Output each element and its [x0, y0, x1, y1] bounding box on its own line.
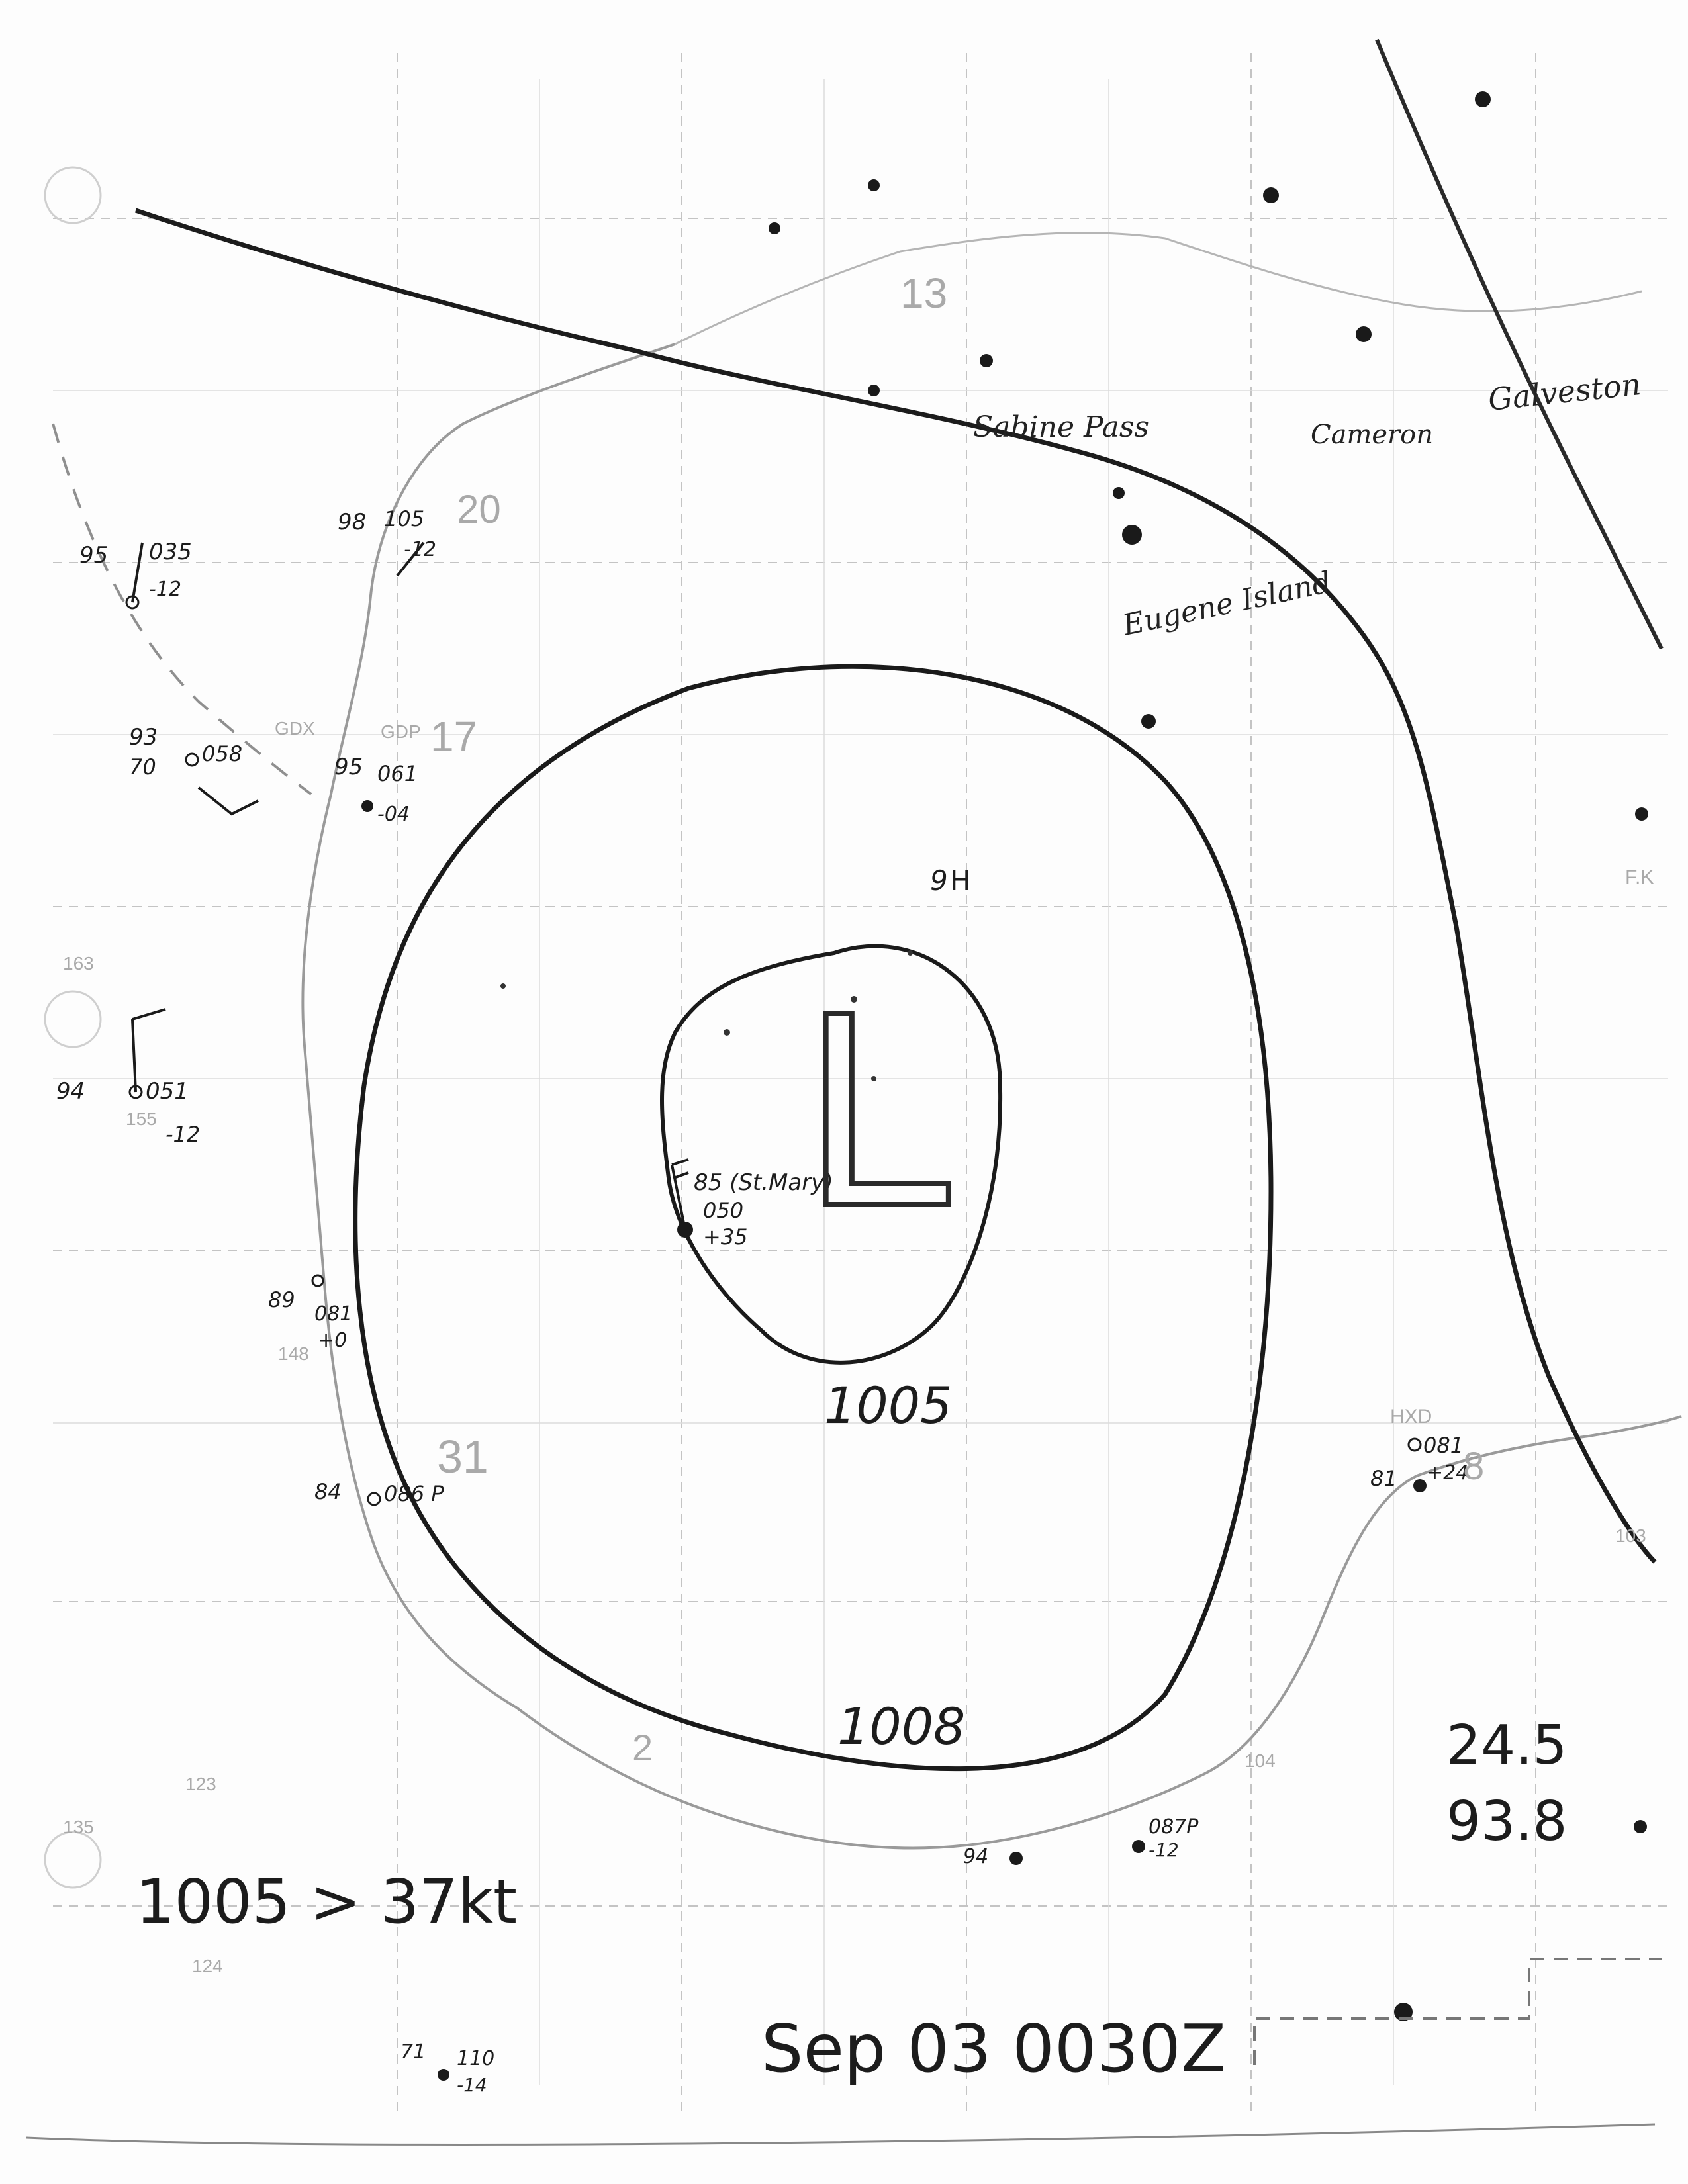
- svg-text:Sabine Pass: Sabine Pass: [973, 410, 1149, 444]
- svg-text:70: 70: [129, 754, 156, 780]
- svg-text:110: 110: [457, 2047, 494, 2070]
- svg-text:9: 9: [930, 864, 948, 897]
- station-west-2: 93 058 70: [129, 724, 259, 816]
- station-west-6: 84 086 P: [314, 1479, 444, 1506]
- svg-text:-12: -12: [1149, 1839, 1179, 1861]
- station-south-2: 71 110 -14: [400, 2040, 494, 2096]
- svg-text:104: 104: [1244, 1751, 1276, 1771]
- station-south-1: 94 087P -12: [963, 1815, 1199, 1868]
- svg-text:-04: -04: [377, 803, 410, 826]
- faint-station-codes: HXD GDX GDP F.K: [275, 718, 1654, 1428]
- svg-text:+0: +0: [318, 1329, 347, 1352]
- latitude-note: 24.5: [1446, 1714, 1568, 1777]
- label-1005: 1005: [824, 1376, 952, 1435]
- svg-text:HXD: HXD: [1390, 1406, 1432, 1428]
- svg-text:123: 123: [185, 1774, 216, 1794]
- ship-name: 85 (St.Mary): [694, 1169, 833, 1196]
- ship-station-plot: 85 (St.Mary) 050 +35: [671, 1158, 833, 1250]
- svg-text:20: 20: [457, 487, 501, 531]
- svg-text:-12: -12: [404, 538, 436, 561]
- svg-text:-14: -14: [457, 2074, 487, 2096]
- coastal-labels: Sabine Pass Cameron Eugene Island Galves…: [973, 366, 1642, 643]
- station-west-4: 94 051 -12: [56, 1008, 200, 1147]
- svg-text:058: 058: [202, 741, 242, 766]
- svg-text:124: 124: [192, 1956, 223, 1976]
- svg-text:2: 2: [632, 1727, 653, 1768]
- svg-text:103: 103: [1615, 1525, 1646, 1546]
- station-west-3: 95 061 -04: [334, 754, 418, 826]
- coastal-station-cluster: [769, 91, 1648, 2021]
- svg-text:95: 95: [334, 754, 363, 780]
- svg-text:L: L: [803, 954, 958, 1264]
- longitude-note: 93.8: [1446, 1790, 1568, 1853]
- svg-text:84: 84: [314, 1479, 342, 1504]
- svg-text:035: 035: [149, 539, 192, 565]
- svg-text:81: 81: [1370, 1466, 1397, 1491]
- svg-text:93: 93: [129, 724, 158, 751]
- svg-text:GDP: GDP: [381, 721, 421, 742]
- svg-text:081: 081: [314, 1302, 352, 1326]
- svg-text:+24: +24: [1427, 1461, 1468, 1484]
- svg-text:135: 135: [63, 1817, 94, 1837]
- ship-pressure: 050: [703, 1198, 743, 1223]
- svg-text:061: 061: [377, 761, 418, 786]
- datetime-note: Sep 03 0030Z: [761, 2010, 1226, 2087]
- high-marker: 9 H: [930, 864, 971, 897]
- low-pressure-marker: L: [800, 951, 961, 1267]
- faint-grid-numbers: 20 17 13 31 8 2 163 155 148 135 123 104 …: [63, 269, 1646, 1976]
- station-north-1: 98 105 -12: [338, 506, 436, 577]
- isobar-1005: [660, 944, 1003, 1365]
- svg-text:163: 163: [63, 953, 94, 974]
- svg-text:Galveston: Galveston: [1487, 366, 1643, 418]
- svg-text:94: 94: [56, 1078, 85, 1105]
- intensity-note: 1005 > 37kt: [136, 1866, 517, 1937]
- minor-grid: [53, 79, 1668, 2085]
- svg-text:31: 31: [437, 1431, 489, 1482]
- svg-text:17: 17: [430, 713, 477, 760]
- svg-text:71: 71: [400, 2040, 426, 2064]
- label-1008: 1008: [837, 1697, 965, 1756]
- svg-text:155: 155: [126, 1109, 157, 1129]
- svg-text:-12: -12: [165, 1122, 200, 1147]
- isobar-1008: [353, 664, 1274, 1772]
- svg-text:GDX: GDX: [275, 718, 315, 739]
- station-west-1: 95 035 -12: [79, 539, 192, 610]
- svg-text:94: 94: [963, 1845, 988, 1868]
- svg-text:086 P: 086 P: [384, 1481, 444, 1506]
- front-line: [134, 208, 1657, 1564]
- svg-text:F.K: F.K: [1625, 866, 1654, 888]
- svg-text:8: 8: [1463, 1445, 1484, 1488]
- svg-text:148: 148: [278, 1343, 309, 1364]
- station-west-5: 89 081 +0: [268, 1274, 352, 1352]
- svg-text:105: 105: [384, 506, 424, 531]
- svg-text:-12: -12: [149, 578, 181, 601]
- svg-text:051: 051: [146, 1078, 189, 1105]
- svg-text:89: 89: [268, 1287, 295, 1312]
- svg-text:13: 13: [900, 269, 947, 317]
- svg-text:98: 98: [338, 509, 366, 535]
- svg-text:95: 95: [79, 542, 108, 569]
- svg-text:H: H: [950, 864, 971, 897]
- ship-tendency: +35: [703, 1224, 748, 1250]
- station-east-1: 81 081 +24: [1370, 1433, 1468, 1492]
- coastline: [301, 343, 1682, 1850]
- svg-text:Cameron: Cameron: [1311, 420, 1433, 450]
- svg-text:Eugene Island: Eugene Island: [1119, 565, 1334, 643]
- svg-text:087P: 087P: [1149, 1815, 1199, 1839]
- lat-lon-grid: [53, 53, 1668, 2118]
- svg-text:081: 081: [1423, 1433, 1464, 1458]
